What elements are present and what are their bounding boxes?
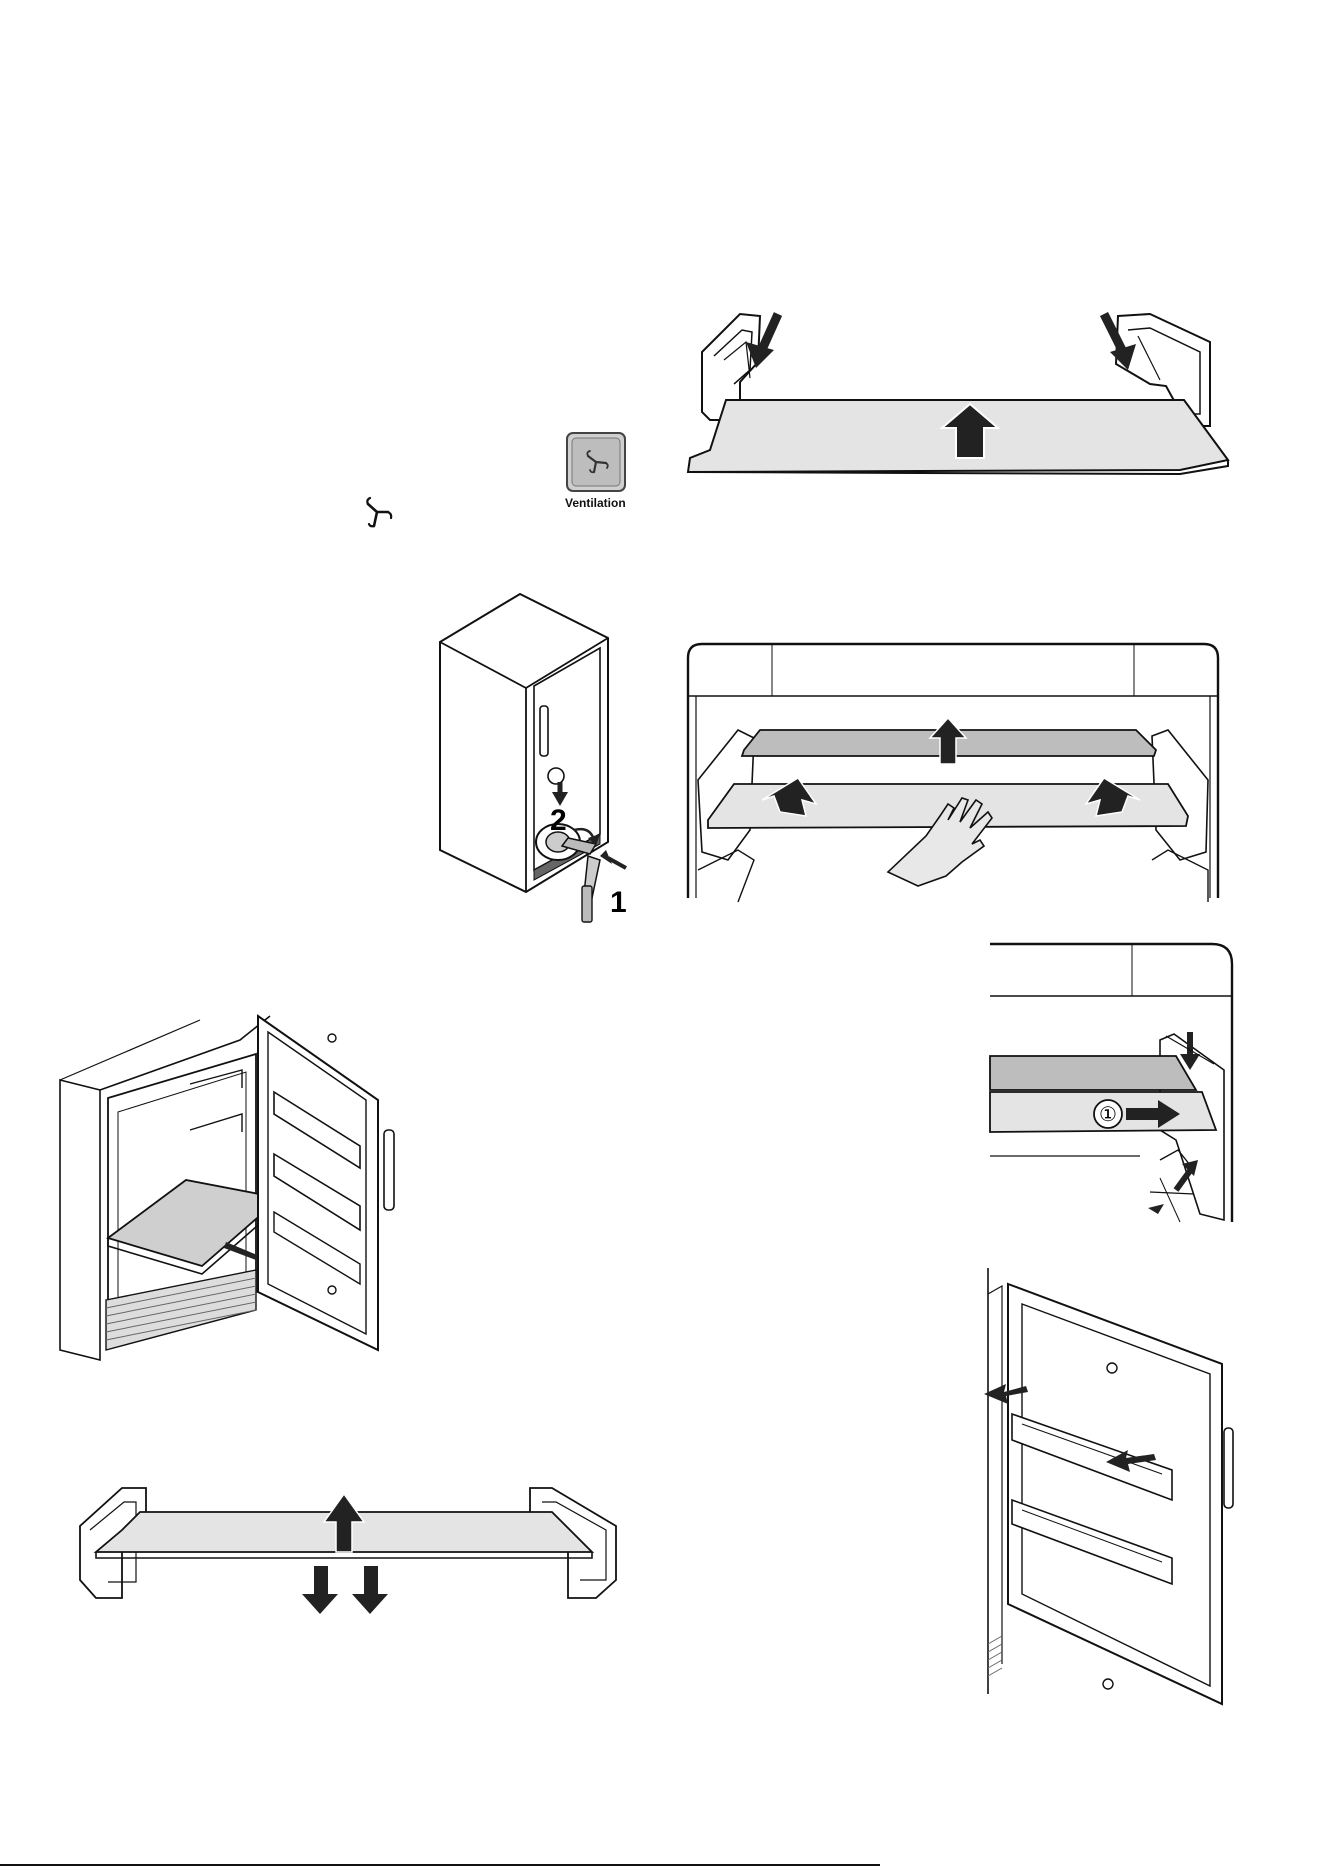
callout-1-label: ① (1099, 1102, 1117, 1126)
shelf-support-figure (680, 300, 1240, 490)
fan-icon (360, 494, 394, 530)
step-1-label: 1 (610, 886, 627, 919)
shelf-insert-figure (66, 1470, 626, 1620)
footer-rule (0, 1864, 880, 1866)
step-2-label: 2 (550, 804, 567, 837)
inline-fan-symbol (360, 494, 394, 530)
open-fridge-figure (60, 980, 470, 1370)
door-balcony-figure (978, 1264, 1248, 1724)
ventilation-label: Ventilation (565, 496, 634, 510)
lock-figure: 2 1 (440, 594, 640, 934)
ventilation-button[interactable]: Ventilation (566, 432, 634, 522)
shelf-lock-detail-figure: ① (980, 940, 1250, 1230)
shelf-removal-figure (678, 640, 1224, 902)
